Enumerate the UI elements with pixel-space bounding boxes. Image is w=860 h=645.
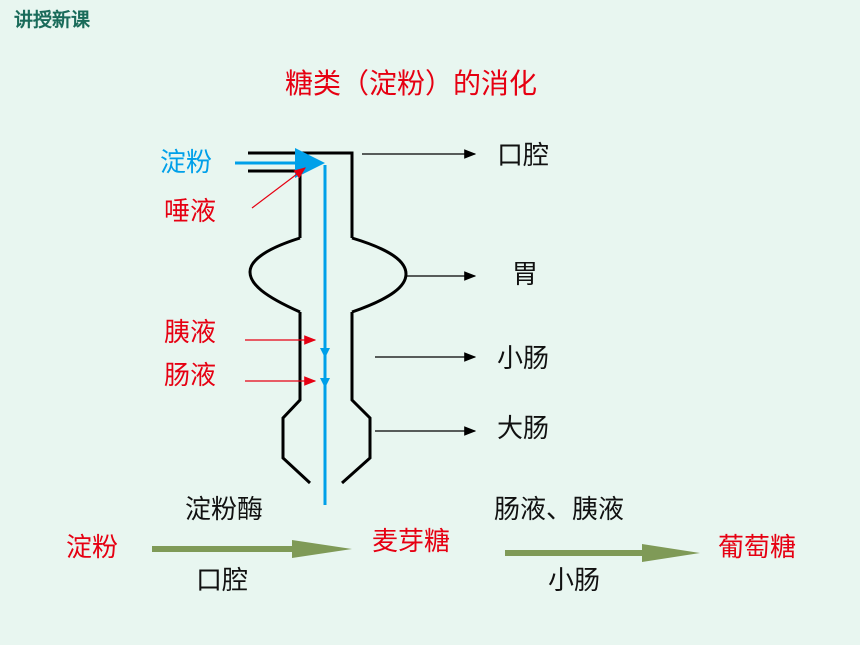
page-title: 糖类（淀粉）的消化	[285, 67, 538, 100]
tract-right-upper-wall	[248, 151, 354, 238]
intestine-left-wall	[281, 312, 312, 485]
starch-path	[235, 148, 330, 505]
organ-pointers	[362, 149, 477, 436]
tract-outline	[248, 151, 408, 485]
saliva-arrow	[251, 167, 306, 209]
small-intestine-label: 小肠	[497, 344, 550, 374]
starch-input-label: 淀粉	[160, 148, 213, 178]
stomach-label: 胃	[512, 260, 539, 290]
stomach-left-wall	[248, 236, 301, 314]
pancreatic-juice-label: 胰液	[164, 318, 217, 348]
reaction-arrows	[152, 540, 700, 562]
large-intestine-label: 大肠	[497, 414, 550, 444]
stomach-right-wall	[351, 236, 408, 314]
mouth-label: 口腔	[497, 141, 550, 171]
secretion-arrows	[245, 167, 317, 386]
equation-middle-label: 麦芽糖	[372, 527, 451, 557]
intestinal-juice-label: 肠液	[164, 361, 217, 391]
intestine-right-wall	[341, 312, 372, 485]
saliva-label: 唾液	[164, 197, 217, 227]
section-tag: 讲授新课	[14, 9, 91, 31]
enzyme2-label: 肠液、胰液	[494, 495, 625, 525]
equation-end-label: 葡萄糖	[718, 533, 797, 563]
reaction-arrow-1	[152, 540, 352, 558]
site2-label: 小肠	[548, 566, 601, 596]
enzyme1-label: 淀粉酶	[185, 495, 264, 525]
reaction-arrow-2	[505, 544, 700, 562]
site1-label: 口腔	[196, 566, 249, 596]
equation-start-label: 淀粉	[66, 533, 119, 563]
